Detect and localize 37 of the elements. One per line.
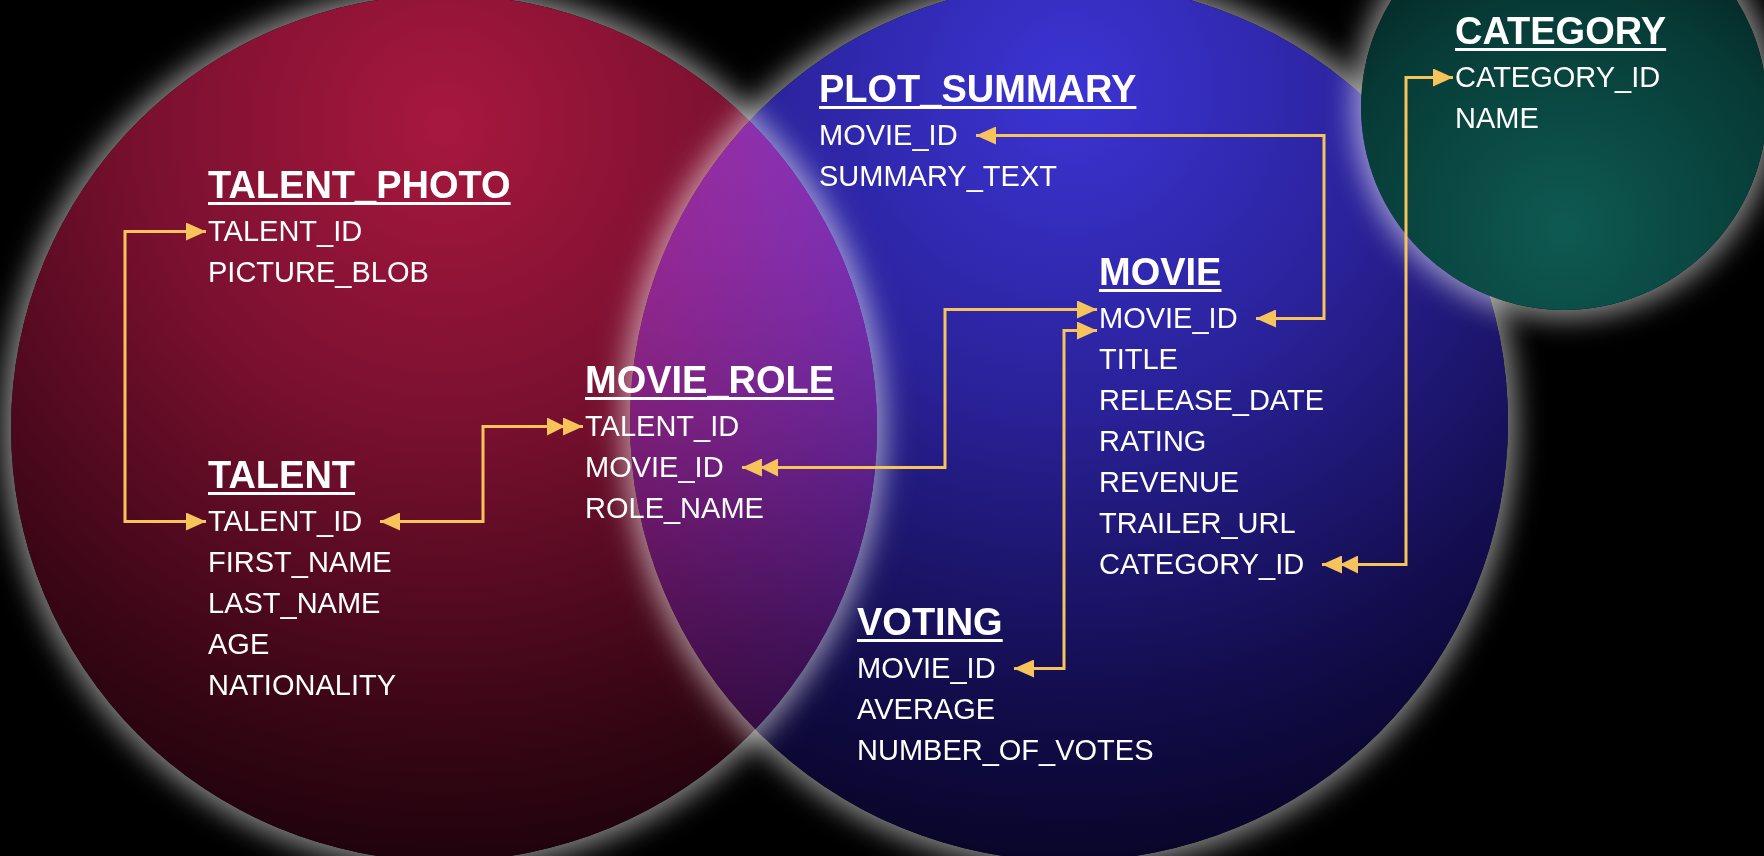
table-name: VOTING xyxy=(857,600,1003,645)
field-name: CATEGORY_ID xyxy=(1455,60,1661,95)
field-name: TRAILER_URL xyxy=(1099,506,1296,541)
field-name: MOVIE_ID xyxy=(819,118,958,153)
table-name: MOVIE_ROLE xyxy=(585,358,835,403)
field-name: ROLE_NAME xyxy=(585,491,764,526)
field-name: AVERAGE xyxy=(857,692,996,727)
connector-arrow xyxy=(1014,321,1097,678)
table-name: MOVIE xyxy=(1099,250,1222,295)
field-name: NUMBER_OF_VOTES xyxy=(857,733,1154,768)
table-name: CATEGORY xyxy=(1455,9,1667,54)
connector-arrow xyxy=(123,222,206,531)
field-name: LAST_NAME xyxy=(208,586,381,621)
field-name: AGE xyxy=(208,627,270,662)
field-name: TALENT_ID xyxy=(208,504,363,539)
field-name: SUMMARY_TEXT xyxy=(819,159,1057,194)
field-name: RATING xyxy=(1099,424,1207,459)
field-name: RELEASE_DATE xyxy=(1099,383,1325,418)
field-name: MOVIE_ID xyxy=(585,450,724,485)
field-name: CATEGORY_ID xyxy=(1099,547,1305,582)
connector-arrow xyxy=(380,417,583,531)
field-name: PICTURE_BLOB xyxy=(208,255,429,290)
field-name: TITLE xyxy=(1099,342,1178,377)
field-name: TALENT_ID xyxy=(585,409,740,444)
field-name: FIRST_NAME xyxy=(208,545,392,580)
connector-arrow xyxy=(976,126,1326,328)
field-name: MOVIE_ID xyxy=(857,651,996,686)
field-name: MOVIE_ID xyxy=(1099,301,1238,336)
field-name: TALENT_ID xyxy=(208,214,363,249)
table-name: PLOT_SUMMARY xyxy=(819,67,1137,112)
field-name: NAME xyxy=(1455,101,1539,136)
table-name: TALENT_PHOTO xyxy=(208,163,511,208)
connector-arrow xyxy=(1322,68,1453,574)
table-name: TALENT xyxy=(208,453,356,498)
field-name: NATIONALITY xyxy=(208,668,396,703)
field-name: REVENUE xyxy=(1099,465,1240,500)
connector-arrow xyxy=(742,300,1097,477)
